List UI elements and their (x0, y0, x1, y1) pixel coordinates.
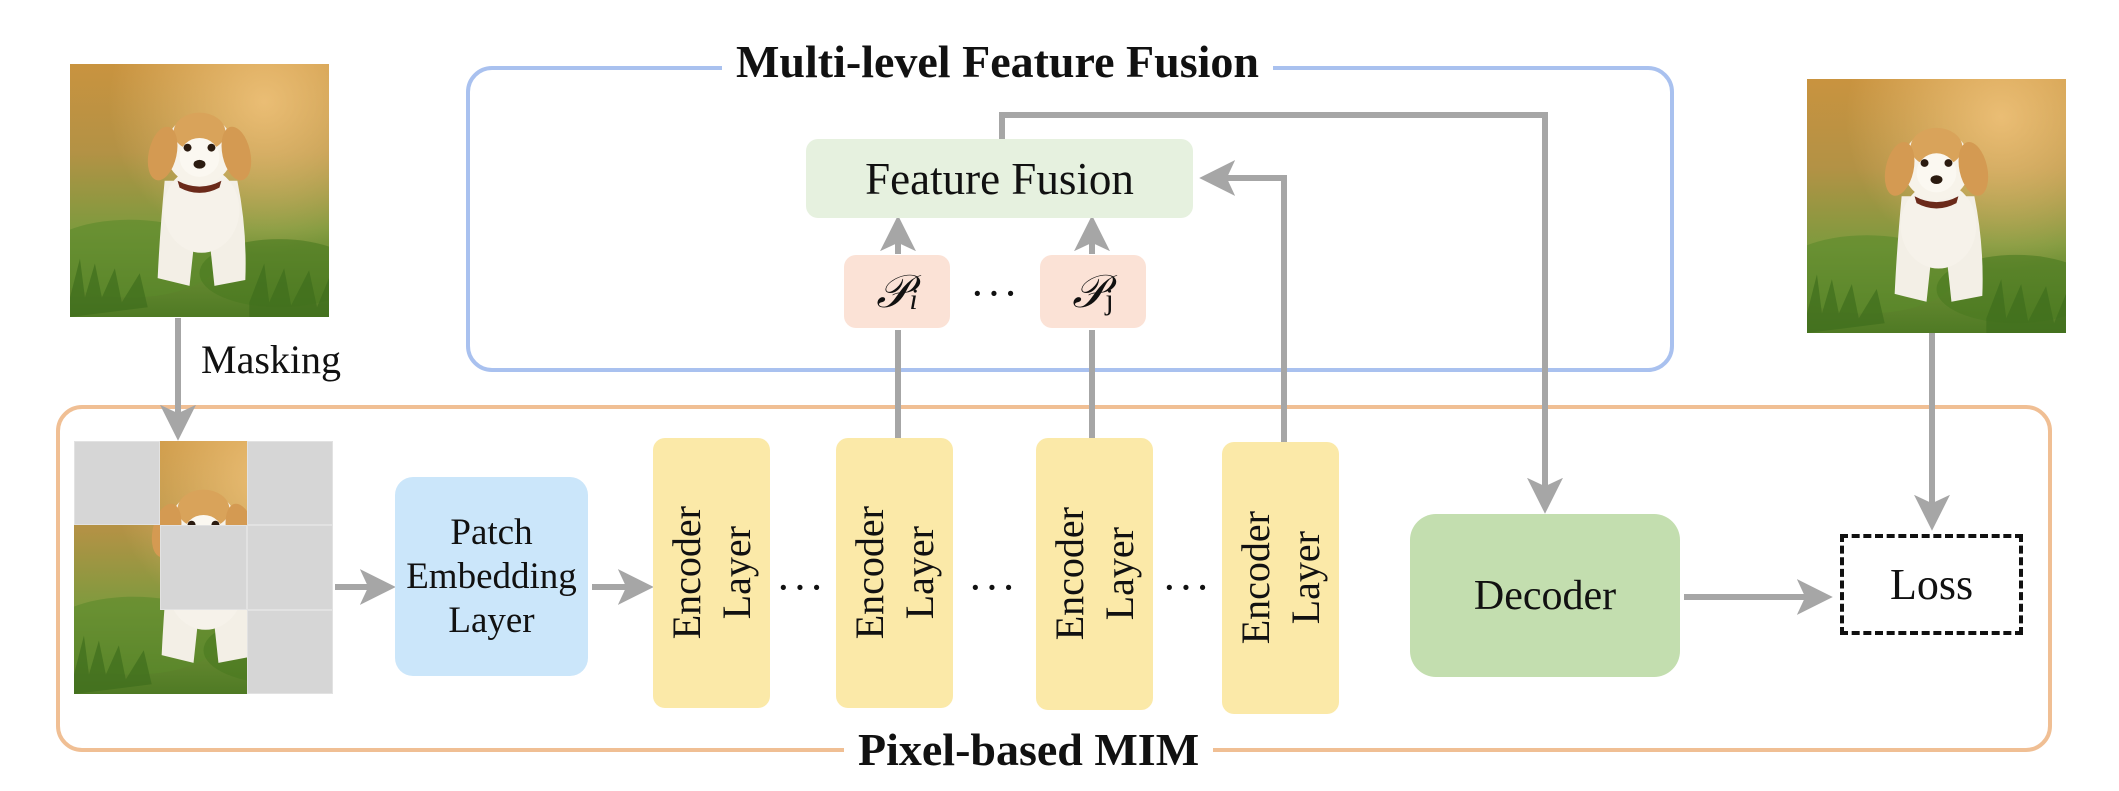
decoder-label: Decoder (1473, 572, 1617, 619)
masking-label: Masking (201, 337, 341, 382)
loss-label: Loss (1889, 560, 1974, 609)
p-j-symbol: 𝒫 (1072, 263, 1106, 318)
p-i-subscript: i (909, 282, 918, 316)
loss-box: Loss (1840, 534, 2023, 635)
visible-patch (74, 610, 160, 694)
encoder-layer-label: Encoder Layer (846, 506, 942, 640)
p-dots: ··· (970, 269, 1020, 318)
visible-patch (160, 441, 246, 525)
encoder-layer-3: Encoder Layer (1036, 438, 1153, 710)
arrow-fusion-to-decoder (999, 112, 1563, 514)
feature-fusion-label: Feature Fusion (865, 153, 1134, 204)
encoder-layer-1: Encoder Layer (653, 438, 770, 708)
pixel-mim-group-title: Pixel-based MIM (844, 722, 1214, 778)
encoder-dots-2: ··· (968, 563, 1018, 612)
input-image (70, 64, 329, 317)
mask-patch (246, 609, 333, 694)
encoder-layer-2: Encoder Layer (836, 438, 953, 708)
feature-fusion-group-title: Multi-level Feature Fusion (722, 34, 1273, 90)
encoder-layer-label: Encoder Layer (1232, 511, 1328, 645)
visible-patch (74, 525, 160, 609)
mask-grid (74, 441, 333, 694)
visible-patch (160, 610, 246, 694)
decoder-block: Decoder (1410, 514, 1680, 677)
mask-patch (74, 441, 161, 526)
feature-fusion-block: Feature Fusion (806, 139, 1193, 218)
mask-patch (160, 525, 247, 610)
target-image (1807, 79, 2066, 333)
patch-embedding-layer: Patch Embedding Layer (395, 477, 588, 676)
encoder-dots-1: ··· (776, 563, 826, 612)
encoder-layer-4: Encoder Layer (1222, 442, 1339, 714)
encoder-dots-3: ··· (1162, 563, 1212, 612)
mask-patch (246, 441, 333, 526)
p-j-subscript: j (1105, 282, 1114, 316)
patch-embedding-label: Patch Embedding Layer (406, 511, 577, 641)
encoder-layer-label: Encoder Layer (663, 506, 759, 640)
encoder-layer-label: Encoder Layer (1046, 507, 1142, 641)
p-i-symbol: 𝒫 (876, 263, 910, 318)
arrow-encoder4-to-fusion (1199, 160, 1287, 444)
mask-patch (246, 525, 333, 610)
